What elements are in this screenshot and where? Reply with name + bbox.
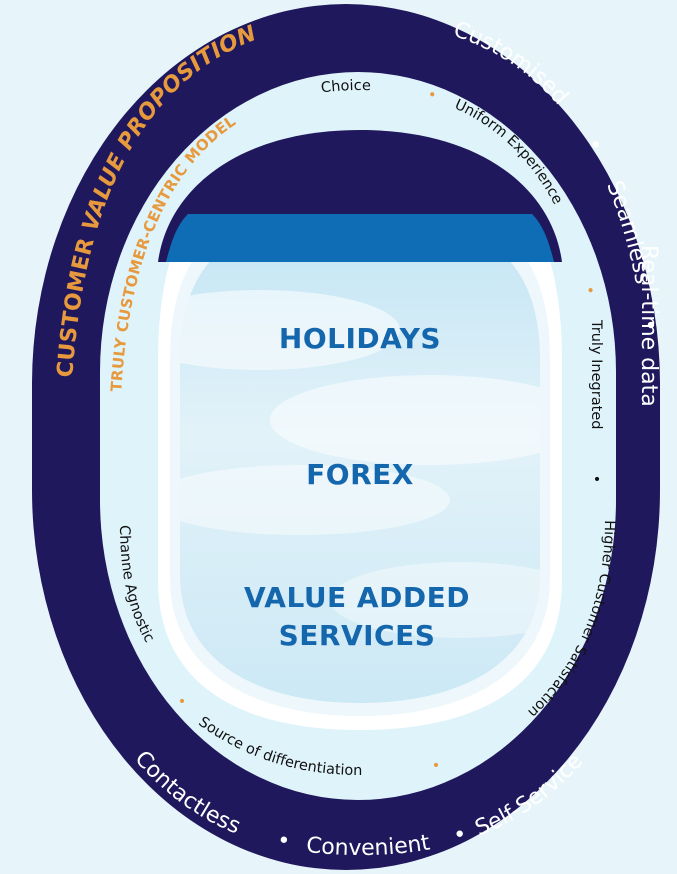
window-label-holidays: HOLIDAYS	[279, 322, 441, 355]
window-label-forex: FOREX	[306, 458, 414, 491]
middle-separator: •	[593, 472, 602, 488]
middle-separator: •	[432, 758, 441, 774]
middle-word-integrated: Truly Inegrated	[588, 319, 604, 429]
outer-separator: •	[275, 828, 293, 855]
outer-separator: •	[636, 317, 662, 333]
window-glass	[180, 214, 540, 703]
window-label-value-added: VALUE ADDED	[244, 581, 470, 614]
middle-separator: •	[580, 284, 598, 296]
window-label-services: SERVICES	[279, 619, 436, 652]
window-blind	[166, 214, 554, 262]
outer-word-realtime: Real-time data	[636, 245, 661, 407]
middle-separator: •	[178, 694, 187, 710]
middle-word-choice: Choice	[320, 78, 371, 97]
